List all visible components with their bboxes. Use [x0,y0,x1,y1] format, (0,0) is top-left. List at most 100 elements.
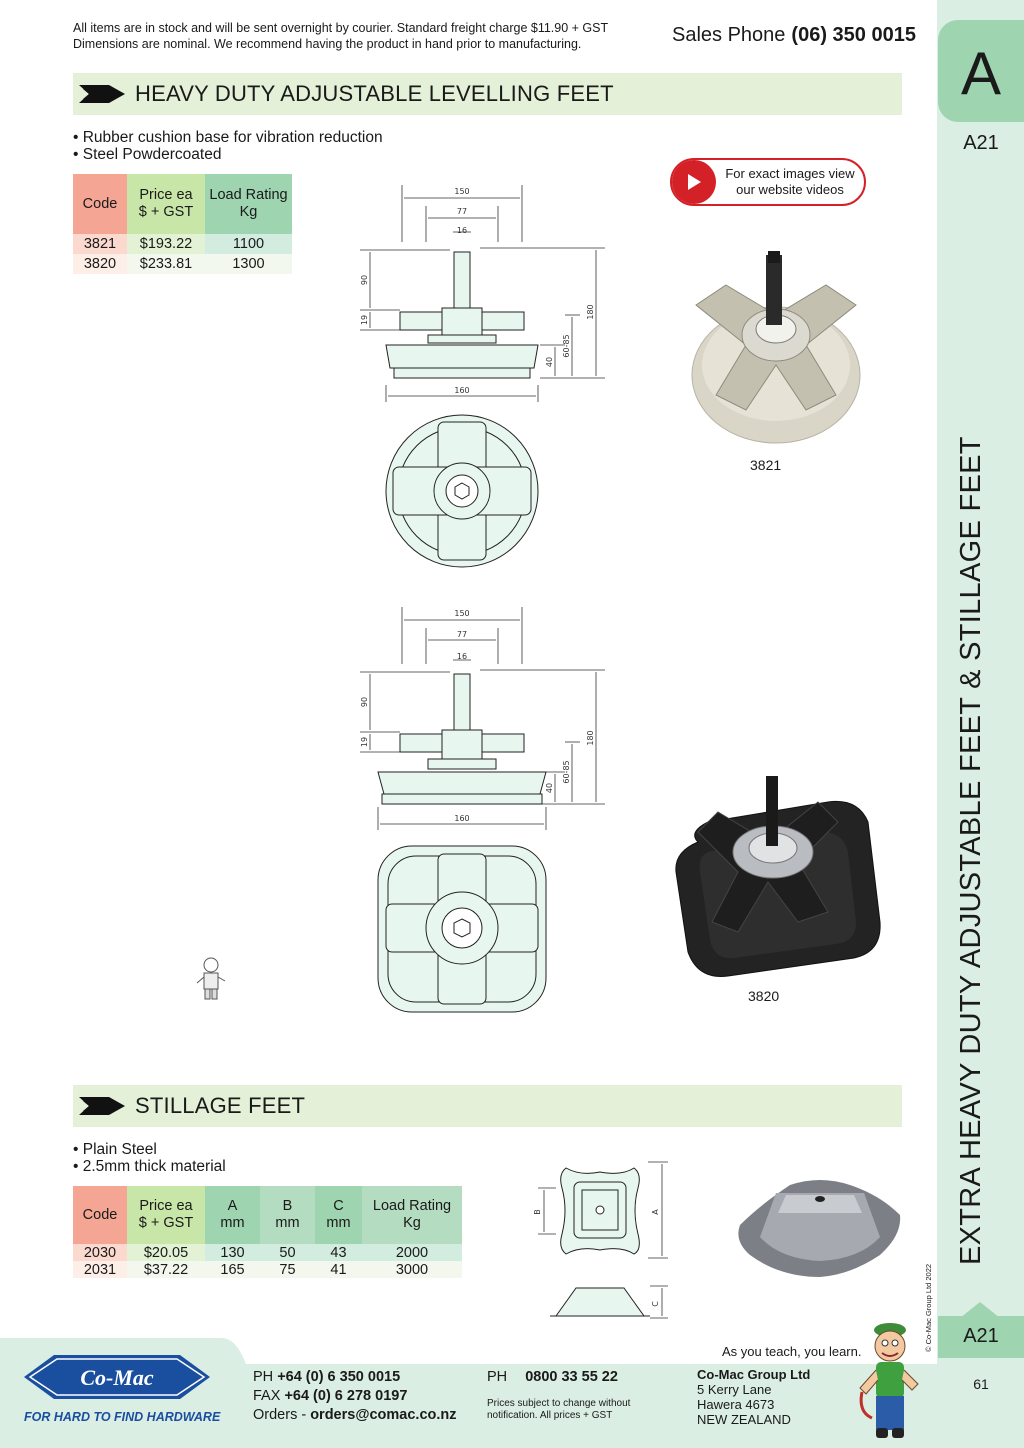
col-header-code: Code [73,1186,127,1244]
teach-quote: As you teach, you learn. [722,1344,862,1359]
company-name: Co-Mac Group Ltd [697,1367,811,1382]
prices-note-line: Prices subject to change without [487,1398,631,1409]
ph-number[interactable]: +64 (0) 6 350 0015 [277,1369,401,1385]
col-header-load: Load Rating Kg [205,174,292,234]
bullet-list: • Rubber cushion base for vibration redu… [73,129,383,163]
address-line: NEW ZEALAND [697,1412,791,1427]
fax-number: +64 (0) 6 278 0197 [284,1388,408,1404]
dim-label: 16 [457,226,467,235]
dim-label: 77 [457,207,467,216]
section-title: STILLAGE FEET [135,1093,306,1118]
video-link-text: For exact images view our website videos [725,166,855,197]
dim-label: 160 [454,386,469,395]
website-videos-link[interactable]: For exact images view our website videos [670,158,866,206]
product-photo-stillage [738,1180,901,1277]
table-row: 2031 $37.22 165 75 41 3000 [73,1261,462,1278]
cell-a: 165 [205,1261,260,1278]
col-header-price: Price ea $ + GST [127,174,205,234]
photo-caption: 3821 [750,457,782,473]
dim-label: 19 [360,737,369,747]
dim-label: 90 [360,275,369,285]
notice-line-1: All items are in stock and will be sent … [73,21,609,35]
levelling-feet-table: Code Price ea $ + GST Load Rating Kg 382… [73,174,292,274]
cell-load: 3000 [362,1261,462,1278]
section-heading-stillage-feet: STILLAGE FEET [73,1085,902,1127]
cell-code: 3820 [73,254,127,274]
col-header-price: Price ea $ + GST [127,1186,205,1244]
col-header-c: C mm [315,1186,362,1244]
fax-label: FAX [253,1388,281,1404]
dim-label: C [651,1301,660,1307]
sales-phone-number[interactable]: (06) 350 0015 [791,24,916,46]
bullet-item: • Rubber cushion base for vibration redu… [73,129,383,146]
play-icon [672,160,716,204]
ph2-number[interactable]: 0800 33 55 22 [525,1369,618,1385]
section-letter: A [960,40,1002,107]
section-heading-levelling-feet: HEAVY DUTY ADJUSTABLE LEVELLING FEET [73,73,902,115]
vertical-title: EXTRA HEAVY DUTY ADJUSTABLE FEET & STILL… [955,436,987,1265]
section-title: HEAVY DUTY ADJUSTABLE LEVELLING FEET [135,81,614,106]
cell-load: 1100 [205,234,292,254]
tab-pointer-icon [960,1302,1000,1318]
dim-label: 40 [545,783,554,793]
dim-label: B [533,1209,542,1215]
contact-freephone: PH 0800 33 55 22 [487,1368,618,1387]
bottom-page-code: A21 [963,1325,999,1347]
col-header-load: Load Rating Kg [362,1186,462,1244]
cell-b: 75 [260,1261,315,1278]
orders-label: Orders - [253,1407,307,1423]
cell-price: $20.05 [127,1244,205,1261]
dim-label: 150 [454,609,469,618]
logo-text: Co-Mac [80,1365,154,1390]
prices-note-line: notification. All prices + GST [487,1410,613,1421]
sales-phone: Sales Phone(06) 350 0015 [672,24,916,47]
footer-background [0,1338,937,1448]
slogan: FOR HARD TO FIND HARDWARE [24,1410,221,1424]
col-header-b: B mm [260,1186,315,1244]
dim-label: 40 [545,357,554,367]
cell-load: 1300 [205,254,292,274]
section-tab [938,20,1024,122]
cell-code: 3821 [73,234,127,254]
address-line: 5 Kerry Lane [697,1382,772,1397]
cell-b: 50 [260,1244,315,1261]
dim-label: 16 [457,652,467,661]
dim-label: 180 [586,730,595,745]
cell-code: 2031 [73,1261,127,1278]
cell-a: 130 [205,1244,260,1261]
sales-phone-label: Sales Phone [672,24,786,46]
table-row: 3820 $233.81 1300 [73,254,292,274]
bullet-list: • Plain Steel • 2.5mm thick material [73,1141,226,1175]
ph-label: PH [253,1369,274,1385]
dim-label: 77 [457,630,467,639]
product-photo-3821 [691,251,861,444]
cell-price: $233.81 [127,254,205,274]
cell-c: 41 [315,1261,362,1278]
dim-label: 150 [454,187,469,196]
table-row: 3821 $193.22 1100 [73,234,292,254]
dim-label: 60-85 [562,760,571,783]
comac-logo: Co-Mac [24,1355,210,1399]
ph2-label: PH [487,1369,508,1385]
cell-price: $37.22 [127,1261,205,1278]
mascot-icon [859,1323,919,1438]
contact-phone: PH +64 (0) 6 350 0015 [253,1368,400,1387]
dim-label: 180 [586,304,595,319]
dim-label: 60-85 [562,334,571,357]
dim-label: 160 [454,814,469,823]
bullet-item: • Plain Steel [73,1141,157,1158]
contact-fax: FAX +64 (0) 6 278 0197 [253,1387,407,1406]
orders-email[interactable]: orders@comac.co.nz [310,1407,457,1423]
page-number: 61 [973,1376,989,1392]
col-header-a: A mm [205,1186,260,1244]
table-row: 2030 $20.05 130 50 43 2000 [73,1244,462,1261]
technical-drawing-square-foot: 150 77 16 90 19 40 60-85 180 160 [360,607,605,1013]
dim-label: A [651,1209,660,1215]
page-code: A21 [963,132,999,154]
technical-drawing-round-foot: 150 77 16 90 19 40 60-85 180 160 [360,185,605,568]
cell-price: $193.22 [127,234,205,254]
dim-label: 19 [360,315,369,325]
company-address: Co-Mac Group Ltd 5 Kerry Lane Hawera 467… [697,1367,810,1427]
sidebar [937,0,1024,1448]
arrow-icon [79,85,125,103]
